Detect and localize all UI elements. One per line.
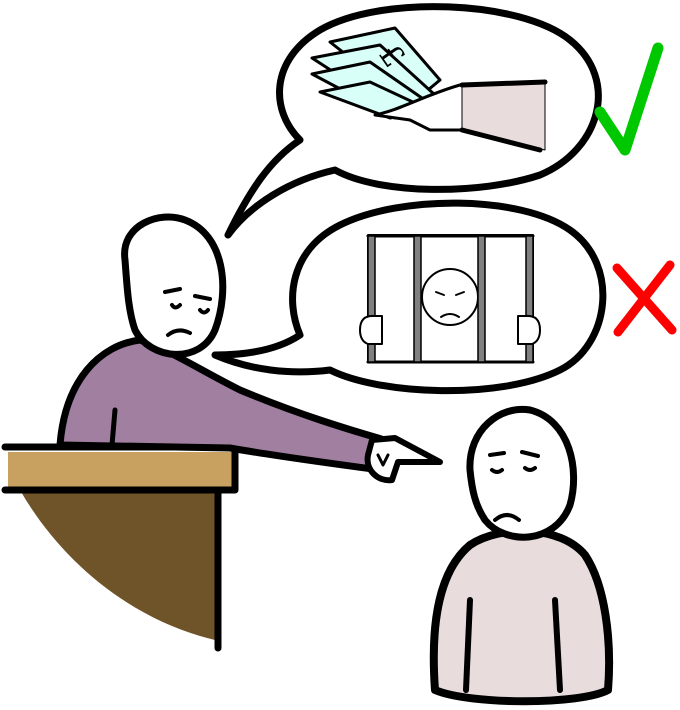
prison-bars bbox=[359, 234, 541, 364]
speech-bubble-prison bbox=[211, 199, 607, 395]
podium bbox=[1, 443, 239, 652]
banknotes: £ bbox=[310, 26, 442, 120]
check-icon bbox=[594, 42, 664, 156]
hand-holding-money bbox=[373, 79, 548, 153]
cross-icon bbox=[612, 260, 677, 337]
listener-figure bbox=[429, 405, 614, 706]
speaker-figure bbox=[56, 213, 443, 484]
speech-bubble-money: £ bbox=[224, 3, 602, 239]
